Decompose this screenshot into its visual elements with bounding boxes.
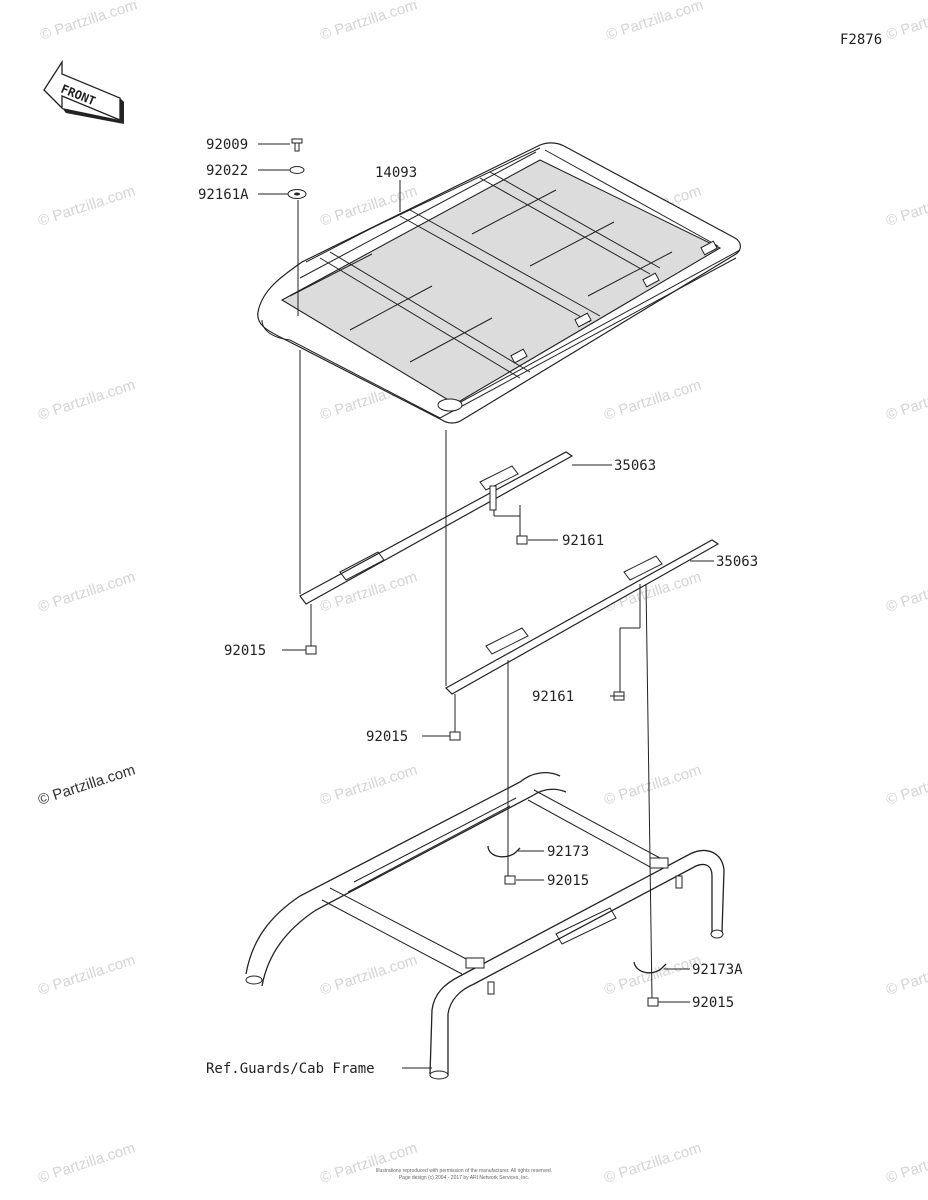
watermark: © Partzilla.com [884, 182, 928, 229]
callout-35063-2: 35063 [716, 554, 758, 570]
watermark: © Partzilla.com [36, 568, 137, 615]
footer-line-1: Illustrations reproduced with permission… [376, 1168, 552, 1174]
nut-92015-1 [305, 645, 317, 655]
watermark: © Partzilla.com [884, 568, 928, 615]
callout-35063-1: 35063 [614, 458, 656, 474]
watermark: © Partzilla.com [602, 376, 703, 423]
callout-92009: 92009 [206, 137, 248, 153]
watermark: © Partzilla.com [602, 1139, 703, 1186]
watermark: © Partzilla.com [884, 951, 928, 998]
watermark: © Partzilla.com [884, 376, 928, 423]
roof-panel [257, 142, 741, 424]
callout-92161-1: 92161 [562, 533, 604, 549]
watermark: © Partzilla.com [884, 761, 928, 808]
watermark: © Partzilla.com [36, 1139, 137, 1186]
callout-92161-2: 92161 [532, 689, 574, 705]
watermark: © Partzilla.com [36, 951, 137, 998]
callout-92022: 92022 [206, 163, 248, 179]
watermark: © Partzilla.com [318, 0, 419, 44]
callout-92015-2: 92015 [366, 729, 408, 745]
watermark: © Partzilla.com [36, 376, 137, 423]
roof-bracket-1 [299, 451, 574, 605]
callout-92161a: 92161A [198, 187, 249, 203]
clamp-92173 [487, 845, 521, 858]
watermark: © Partzilla.com [602, 951, 703, 998]
watermark: © Partzilla.com [318, 951, 419, 998]
watermark: © Partzilla.com [318, 568, 419, 615]
callout-92173: 92173 [547, 844, 589, 860]
callout-92015-1: 92015 [224, 643, 266, 659]
cab-frame [245, 771, 725, 1080]
nut-92015-3 [504, 875, 516, 885]
watermark: © Partzilla.com [602, 761, 703, 808]
callout-ref-frame: Ref.Guards/Cab Frame [206, 1061, 375, 1077]
nut-92015-2 [449, 731, 461, 741]
callout-92173a: 92173A [692, 962, 743, 978]
grommet-92161a [287, 189, 307, 199]
watermark: © Partzilla.com [604, 0, 705, 44]
watermark: © Partzilla.com [318, 761, 419, 808]
washer-92022 [289, 166, 305, 174]
callout-14093: 14093 [375, 165, 417, 181]
watermark: © Partzilla.com [38, 0, 139, 44]
nut-92015-4 [647, 997, 659, 1007]
callout-92015-3: 92015 [547, 873, 589, 889]
watermark: © Partzilla.com [36, 182, 137, 229]
callout-92015-4: 92015 [692, 995, 734, 1011]
front-arrow-icon: FRONT [43, 59, 124, 124]
clamp-92173a [633, 961, 667, 974]
footer-line-2: Page design (c) 2004 - 2017 by ARI Netwo… [399, 1175, 529, 1181]
bolt-92009 [291, 138, 303, 152]
leader-lines [258, 143, 714, 1069]
watermark: © Partzilla.com [884, 0, 928, 44]
watermark: © Partzilla.com [884, 1139, 928, 1186]
figure-code: F2876 [840, 32, 882, 48]
damper-92161-1 [516, 535, 528, 545]
roof-bracket-2 [445, 539, 720, 695]
watermark-dark: © Partzilla.com [36, 761, 137, 808]
